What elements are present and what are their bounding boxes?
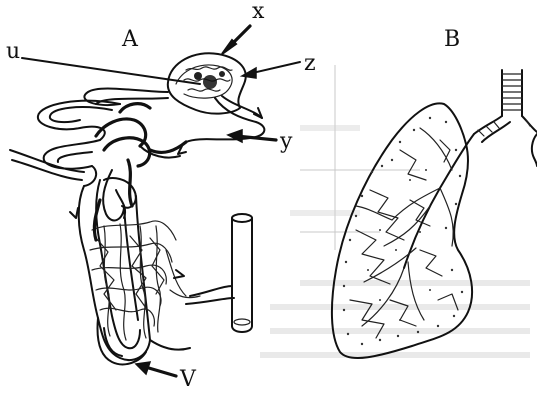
lung-outline bbox=[332, 103, 472, 358]
nephron-illustration bbox=[10, 53, 264, 364]
label-x: x bbox=[252, 0, 265, 24]
glomerulus bbox=[168, 53, 246, 113]
label-u: u bbox=[6, 39, 20, 64]
v-arrow bbox=[136, 362, 176, 376]
label-z: z bbox=[304, 51, 316, 76]
loop-of-henle bbox=[79, 170, 190, 360]
bronchi bbox=[474, 116, 537, 142]
x-arrow bbox=[222, 26, 250, 54]
callout-lines bbox=[22, 26, 300, 376]
panel-b-label: B bbox=[444, 27, 460, 52]
label-y: y bbox=[279, 129, 293, 154]
z-arrow bbox=[242, 62, 300, 78]
vascular-tangle bbox=[94, 104, 186, 240]
u-leader-line bbox=[22, 58, 200, 84]
lung-illustration bbox=[332, 70, 537, 358]
background-show-through bbox=[260, 65, 530, 358]
trachea bbox=[502, 70, 522, 116]
panel-a-label: A bbox=[121, 27, 139, 52]
label-v: V bbox=[179, 367, 197, 392]
collecting-duct bbox=[186, 214, 252, 332]
right-lung-edge bbox=[532, 134, 537, 166]
bronchial-tree bbox=[356, 128, 474, 326]
lung-stipple bbox=[343, 117, 463, 345]
